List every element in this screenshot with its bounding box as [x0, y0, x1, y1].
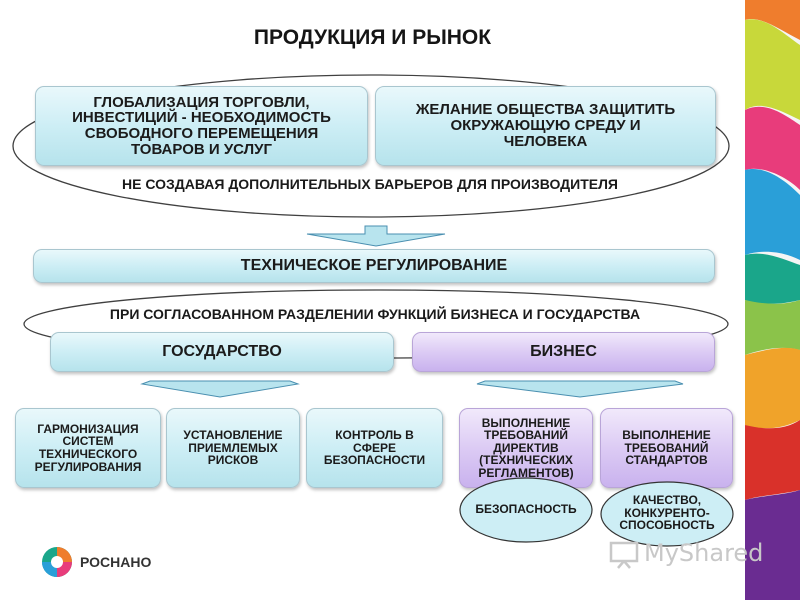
- globalization-text: ГЛОБАЛИЗАЦИЯ ТОРГОВЛИ, ИНВЕСТИЦИЙ - НЕОБ…: [72, 93, 331, 158]
- state-box: ГОСУДАРСТВО: [50, 332, 394, 372]
- business-item-standards: ВЫПОЛНЕНИЕ ТРЕБОВАНИЙ СТАНДАРТОВ: [600, 408, 733, 488]
- state-item-label: КОНТРОЛЬ В СФЕРЕ БЕЗОПАСНОСТИ: [323, 428, 426, 468]
- society-wish-text: ЖЕЛАНИЕ ОБЩЕСТВА ЗАЩИТИТЬ ОКРУЖАЮЩУЮ СРЕ…: [415, 101, 676, 150]
- top-ellipse: [12, 74, 730, 218]
- business-arrow-icon: [476, 380, 684, 398]
- safety-label: БЕЗОПАСНОСТЬ: [475, 502, 577, 516]
- tech-regulation-box: ТЕХНИЧЕСКОЕ РЕГУЛИРОВАНИЕ: [33, 249, 715, 283]
- state-item-risks: УСТАНОВЛЕНИЕ ПРИЕМЛЕМЫХ РИСКОВ: [166, 408, 300, 488]
- globalization-box: ГЛОБАЛИЗАЦИЯ ТОРГОВЛИ, ИНВЕСТИЦИЙ - НЕОБ…: [35, 86, 368, 166]
- state-item-harmonization: ГАРМОНИЗАЦИЯ СИСТЕМ ТЕХНИЧЕСКОГО РЕГУЛИР…: [15, 408, 161, 488]
- business-item-directives: ВЫПОЛНЕНИЕ ТРЕБОВАНИЙ ДИРЕКТИВ (ТЕХНИЧЕС…: [459, 408, 593, 488]
- page-title: ПРОДУКЦИЯ И РЫНОК: [253, 26, 492, 49]
- division-text: ПРИ СОГЛАСОВАННОМ РАЗДЕЛЕНИИ ФУНКЦИЙ БИЗ…: [109, 306, 641, 322]
- tech-regulation-label: ТЕХНИЧЕСКОЕ РЕГУЛИРОВАНИЕ: [240, 257, 508, 274]
- business-item-label: ВЫПОЛНЕНИЕ ТРЕБОВАНИЙ СТАНДАРТОВ: [622, 428, 711, 468]
- safety-ellipse: [459, 477, 593, 543]
- state-arrow-icon: [140, 380, 300, 398]
- quality-ellipse: [600, 481, 734, 547]
- quality-label: КАЧЕСТВО, КОНКУРЕНТО-СПОСОБНОСТЬ: [619, 493, 715, 533]
- watermark-text: MyShared: [644, 539, 764, 567]
- state-item-label: ГАРМОНИЗАЦИЯ СИСТЕМ ТЕХНИЧЕСКОГО РЕГУЛИР…: [34, 421, 142, 474]
- business-label: БИЗНЕС: [530, 343, 597, 360]
- rosnano-logo-icon: [42, 547, 72, 577]
- business-box: БИЗНЕС: [412, 332, 715, 372]
- business-item-label: ВЫПОЛНЕНИЕ ТРЕБОВАНИЙ ДИРЕКТИВ (ТЕХНИЧЕС…: [478, 415, 574, 480]
- society-wish-box: ЖЕЛАНИЕ ОБЩЕСТВА ЗАЩИТИТЬ ОКРУЖАЮЩУЮ СРЕ…: [375, 86, 716, 166]
- state-label: ГОСУДАРСТВО: [162, 343, 282, 360]
- no-barriers-text: НЕ СОЗДАВАЯ ДОПОЛНИТЕЛЬНЫХ БАРЬЕРОВ ДЛЯ …: [122, 176, 618, 192]
- decorative-stripe: [745, 0, 800, 600]
- rosnano-logo-text: РОСНАНО: [80, 554, 152, 570]
- state-item-control: КОНТРОЛЬ В СФЕРЕ БЕЗОПАСНОСТИ: [306, 408, 443, 488]
- presentation-icon: [609, 541, 639, 569]
- arrow-down-icon: [306, 225, 446, 247]
- state-item-label: УСТАНОВЛЕНИЕ ПРИЕМЛЕМЫХ РИСКОВ: [183, 428, 283, 468]
